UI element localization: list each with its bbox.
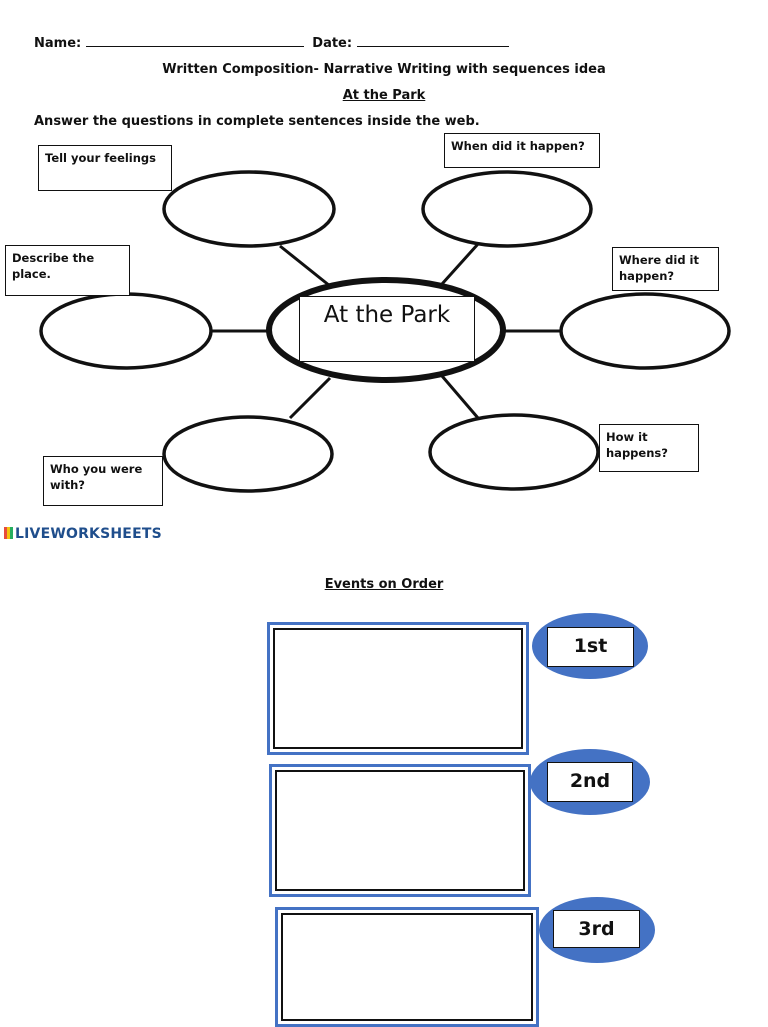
oval-when [421, 170, 593, 248]
order-label-3: 3rd [553, 910, 640, 948]
events-title: Events on Order [324, 577, 444, 592]
oval-feelings [162, 170, 336, 248]
prompt-where: Where did it happen? [612, 247, 719, 291]
page-subtitle: At the Park [342, 88, 426, 103]
prompt-feelings: Tell your feelings [38, 145, 172, 191]
prompt-when: When did it happen? [444, 133, 600, 168]
order-label-1: 1st [547, 627, 634, 667]
date-field[interactable] [356, 34, 509, 47]
oval-how [428, 413, 600, 491]
name-field[interactable] [85, 34, 304, 47]
event-box-3[interactable] [275, 907, 539, 1027]
event-box-2[interactable] [269, 764, 531, 897]
prompt-who: Who you were with? [43, 456, 163, 506]
liveworksheets-logo: LIVEWORKSHEETS [4, 526, 162, 542]
prompt-how: How it happens? [599, 424, 699, 472]
order-label-2: 2nd [547, 762, 633, 802]
oval-who [162, 415, 334, 493]
logo-text: LIVEWORKSHEETS [15, 526, 162, 542]
oval-place [39, 292, 213, 370]
page-title: Written Composition- Narrative Writing w… [162, 62, 606, 77]
connector-how [440, 375, 480, 419]
event-box-1[interactable] [267, 622, 529, 755]
date-label: Date: [312, 36, 353, 51]
name-row: Name: Date: [34, 34, 509, 51]
oval-where [559, 292, 731, 370]
connector-feelings [279, 244, 331, 288]
connector-who [288, 376, 332, 420]
connector-when [440, 242, 480, 286]
name-label: Name: [34, 36, 82, 51]
prompt-place: Describe the place. [5, 245, 130, 296]
logo-icon [4, 527, 13, 539]
center-topic: At the Park [299, 296, 475, 362]
order-ovals [530, 613, 655, 963]
instruction-text: Answer the questions in complete sentenc… [34, 114, 480, 129]
